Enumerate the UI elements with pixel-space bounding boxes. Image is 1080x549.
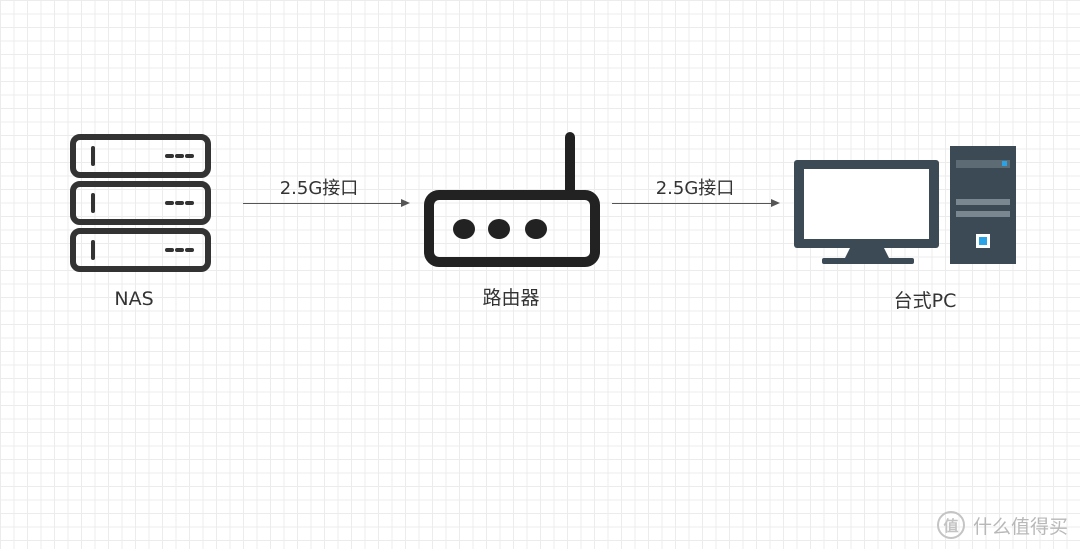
edge-label-nas-router: 2.5G接口 xyxy=(279,178,359,199)
watermark-logo-icon: 值 xyxy=(936,511,965,539)
watermark-text: 什么值得买 xyxy=(972,515,1068,538)
arrow-router-to-pc xyxy=(612,199,780,207)
router-icon xyxy=(424,132,600,267)
edge-label-router-pc: 2.5G接口 xyxy=(655,178,735,199)
arrow-nas-to-router xyxy=(243,199,410,207)
nas-label: NAS xyxy=(114,288,154,310)
watermark: 值 什么值得买 xyxy=(936,511,1068,539)
router-label: 路由器 xyxy=(482,287,540,309)
server-rack-icon xyxy=(70,134,211,272)
pc-label: 台式PC xyxy=(893,290,957,312)
desktop-pc-icon xyxy=(794,146,1016,264)
